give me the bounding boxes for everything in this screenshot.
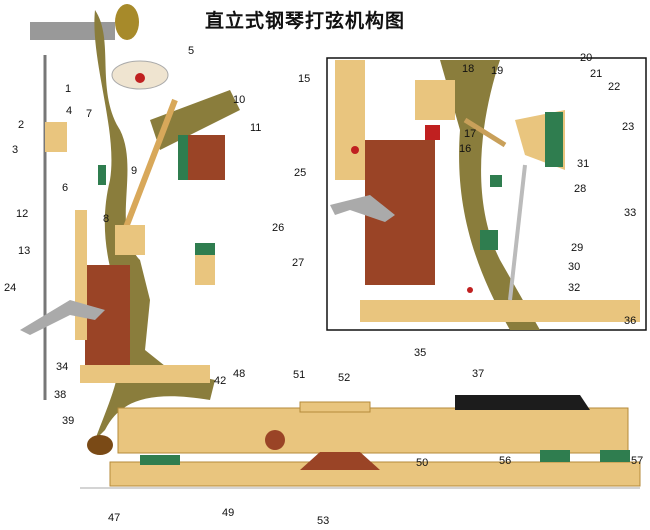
damper-block: [45, 122, 67, 152]
part-label-24: 24: [4, 282, 16, 294]
part-label-52: 52: [338, 372, 350, 384]
key-felt-56: [540, 450, 570, 462]
part-label-16: 16: [459, 143, 471, 155]
damper-spring-felt: [98, 165, 106, 185]
part-label-8: 8: [103, 213, 109, 225]
top-rail: [30, 22, 115, 40]
part-label-11: 11: [250, 122, 261, 134]
part-label-51: 51: [293, 369, 305, 381]
part-label-34: 34: [56, 361, 68, 373]
inset-pedal-rod: [330, 195, 395, 222]
part-label-26: 26: [272, 222, 284, 234]
balance-pin: [265, 430, 285, 450]
part-label-10: 10: [233, 94, 245, 106]
inset-hammer-shank: [463, 117, 507, 148]
pedal-rod: [20, 300, 105, 335]
hammer-felt: [185, 135, 225, 180]
part-label-37: 37: [472, 368, 484, 380]
part-label-49: 49: [222, 507, 234, 519]
hammer-green: [178, 135, 188, 180]
key: [117, 407, 629, 454]
part-label-48: 48: [233, 368, 245, 380]
diagram-title: 直立式钢琴打弦机构图: [205, 10, 406, 32]
part-label-30: 30: [568, 261, 580, 273]
damper-lever: [75, 210, 87, 340]
part-label-15: 15: [298, 73, 310, 85]
part-label-32: 32: [568, 282, 580, 294]
inset-pivot-15: [351, 146, 359, 154]
part-label-50: 50: [416, 457, 428, 469]
inset-spring-felt: [490, 175, 502, 187]
damper-pin: [135, 73, 145, 83]
part-label-20: 20: [580, 52, 592, 64]
key-felt-47: [140, 455, 180, 465]
part-label-57: 57: [631, 455, 643, 467]
part-label-33: 33: [624, 207, 636, 219]
part-label-39: 39: [62, 415, 74, 427]
inset-jack: [415, 80, 455, 120]
key-felt-57: [600, 450, 630, 462]
part-label-2: 2: [18, 119, 24, 131]
part-label-35: 35: [414, 347, 426, 359]
balance-rail-felt: [300, 452, 380, 470]
part-label-27: 27: [292, 257, 304, 269]
part-label-29: 29: [571, 242, 583, 254]
part-label-38: 38: [54, 389, 66, 401]
part-label-13: 13: [18, 245, 30, 257]
inset-frame: [440, 60, 540, 330]
wippen-rail: [80, 365, 210, 383]
part-label-28: 28: [574, 183, 586, 195]
part-label-4: 4: [66, 105, 72, 117]
backcheck-felt: [195, 243, 215, 255]
hammer-shank: [122, 98, 178, 232]
inset-red-felt: [425, 125, 440, 140]
part-label-6: 6: [62, 182, 68, 194]
rail-bracket: [115, 4, 139, 40]
part-label-7: 7: [86, 108, 92, 120]
part-label-3: 3: [12, 144, 18, 156]
inset-regulating-button: [480, 230, 498, 250]
part-label-36: 36: [624, 315, 636, 327]
part-label-19: 19: [491, 65, 503, 77]
inset-backcheck-felt: [545, 112, 563, 167]
part-label-31: 31: [577, 158, 589, 170]
part-label-9: 9: [131, 165, 137, 177]
inset-damper-lever: [335, 60, 365, 180]
part-label-23: 23: [622, 121, 634, 133]
part-label-1: 1: [65, 83, 71, 95]
part-label-53: 53: [317, 515, 329, 527]
part-label-5: 5: [188, 45, 194, 57]
part-label-56: 56: [499, 455, 511, 467]
capstan: [299, 401, 371, 413]
inset-wippen-rail: [360, 300, 640, 322]
part-label-42: 42: [214, 375, 226, 387]
part-label-22: 22: [608, 81, 620, 93]
part-label-21: 21: [590, 68, 602, 80]
part-label-18: 18: [462, 63, 474, 75]
frame-foot: [87, 435, 113, 455]
part-label-47: 47: [108, 512, 120, 524]
inset-backcheck-wire: [508, 164, 527, 301]
part-label-25: 25: [294, 167, 306, 179]
part-label-17: 17: [464, 128, 476, 140]
jack-block: [115, 225, 145, 255]
inset-pivot-35: [467, 287, 473, 293]
black-key-top: [455, 395, 590, 410]
part-label-12: 12: [16, 208, 28, 220]
frame-arm: [150, 90, 240, 150]
